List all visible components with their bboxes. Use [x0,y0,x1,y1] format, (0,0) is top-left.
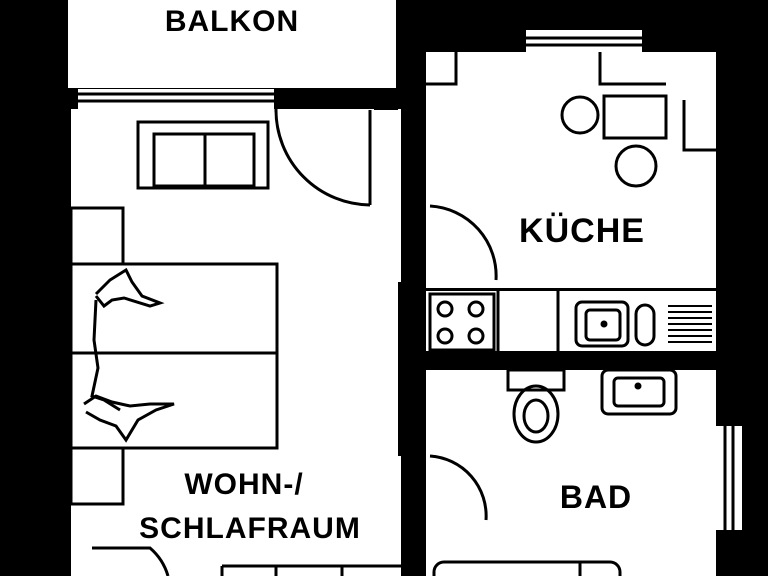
toilet-icon [506,368,566,444]
kitchen-niche [426,52,716,152]
drainer-icon [668,305,712,343]
door-living-balcony [274,108,372,207]
stove-icon [428,292,496,352]
label-kitchen: KÜCHE [519,212,645,250]
sideboard-icon [220,564,410,576]
door-bathroom [429,454,488,521]
window-bathroom [716,426,742,530]
counter-dividers [496,291,560,351]
label-living-line2: SCHLAFRAUM [139,512,361,545]
label-bathroom: BAD [560,479,632,515]
counter-strip [426,288,716,354]
kitchen-area [426,52,716,288]
label-balcony: BALKON [165,5,299,38]
balcony-area [68,0,396,88]
door-kitchen [429,204,498,281]
armchair-icon [136,120,270,190]
bed-icon [69,206,279,506]
window-kitchen [526,30,642,52]
bathtub-icon [432,560,622,576]
kitchen-sink-icon [574,300,656,348]
label-living-line1: WOHN-/ [184,468,303,501]
door-living-hall [92,546,170,576]
bathroom-area [426,370,716,576]
blanket-icon [83,267,175,443]
window-balcony [78,89,274,109]
dining-table-icon [560,94,668,188]
